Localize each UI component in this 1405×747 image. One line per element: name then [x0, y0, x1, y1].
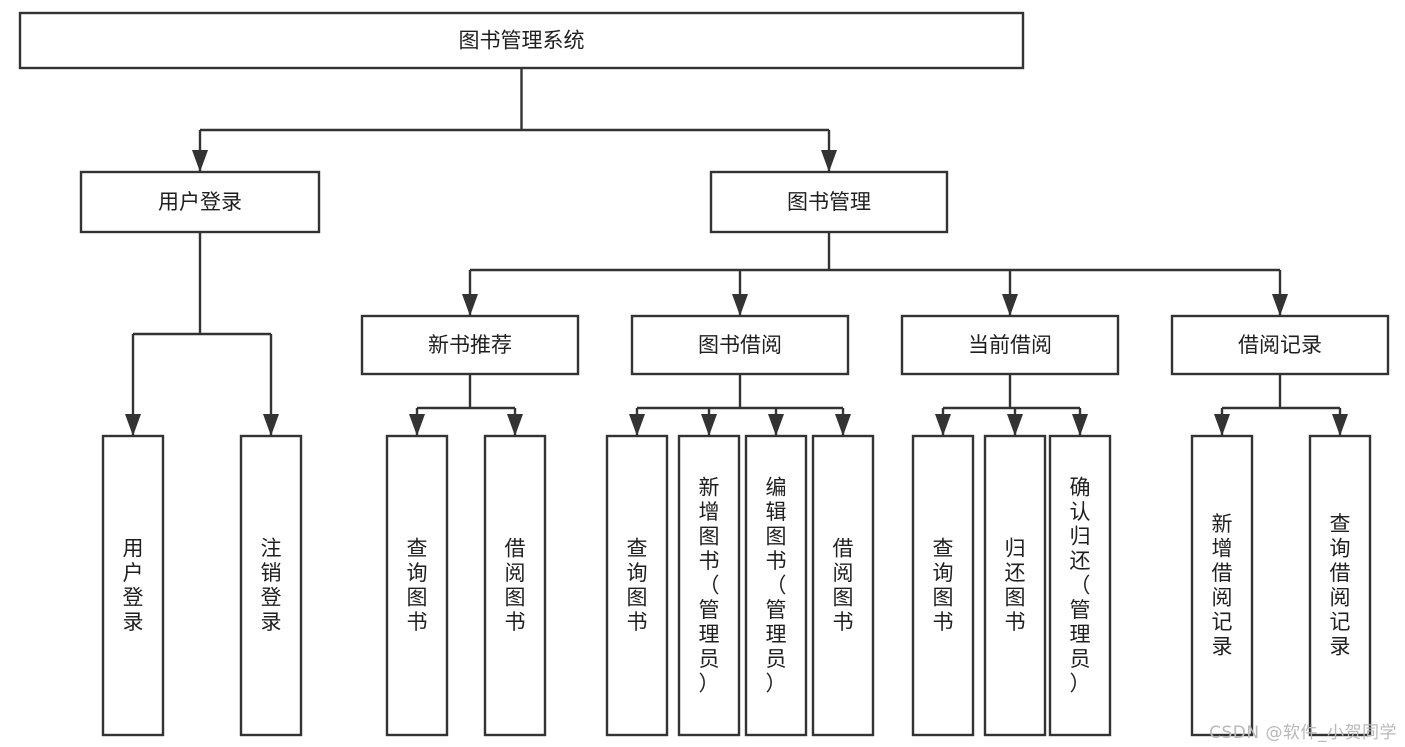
arrow-leaf-return-book	[1007, 414, 1023, 436]
node-leaf-query-book-2[interactable]: 查询图书	[605, 434, 669, 737]
node-label-book-management: 图书管理	[787, 190, 871, 214]
node-current-borrow[interactable]: 当前借阅	[900, 314, 1120, 376]
node-user-login[interactable]: 用户登录	[79, 170, 321, 234]
node-book-borrow[interactable]: 图书借阅	[630, 314, 850, 376]
node-box-leaf-return-book[interactable]	[983, 434, 1047, 737]
node-box-current-borrow[interactable]	[900, 314, 1120, 376]
arrow-leaf-borrow-book-1	[507, 414, 523, 436]
arrow-leaf-confirm-return	[1072, 414, 1088, 436]
node-label-leaf-query-record: 查询借阅记录	[1330, 512, 1351, 659]
node-box-leaf-add-record[interactable]	[1190, 434, 1254, 737]
arrow-leaf-query-book-2	[629, 414, 645, 436]
arrow-leaf-logout	[263, 414, 279, 436]
node-box-book-management[interactable]	[709, 170, 949, 234]
node-leaf-add-book[interactable]: 新增图书（管理员）	[677, 434, 741, 737]
node-box-leaf-edit-book[interactable]	[744, 434, 808, 737]
arrow-borrow-record	[1272, 294, 1288, 316]
node-label-leaf-logout: 注销登录	[261, 537, 282, 635]
node-box-leaf-query-book-3[interactable]	[911, 434, 975, 737]
node-leaf-user-login[interactable]: 用户登录	[101, 434, 165, 737]
node-leaf-query-book-1[interactable]: 查询图书	[385, 434, 449, 737]
node-box-leaf-user-login[interactable]	[101, 434, 165, 737]
node-box-user-login[interactable]	[79, 170, 321, 234]
node-leaf-query-record[interactable]: 查询借阅记录	[1308, 434, 1372, 737]
node-label-user-login: 用户登录	[158, 190, 242, 214]
arrow-leaf-user-login	[125, 414, 141, 436]
node-label-new-book-recommend: 新书推荐	[428, 333, 512, 357]
node-label-leaf-add-record: 新增借阅记录	[1212, 512, 1233, 659]
node-book-management[interactable]: 图书管理	[709, 170, 949, 234]
node-label-leaf-borrow-book-2: 借阅图书	[833, 537, 854, 635]
node-borrow-record[interactable]: 借阅记录	[1170, 314, 1390, 376]
node-leaf-add-record[interactable]: 新增借阅记录	[1190, 434, 1254, 737]
nodes-layer: 图书管理系统用户登录图书管理新书推荐图书借阅当前借阅借阅记录用户登录注销登录查询…	[18, 11, 1390, 737]
node-leaf-confirm-return[interactable]: 确认归还（管理员）	[1048, 434, 1112, 737]
node-box-leaf-query-record[interactable]	[1308, 434, 1372, 737]
node-leaf-borrow-book-1[interactable]: 借阅图书	[483, 434, 547, 737]
node-box-leaf-add-book[interactable]	[677, 434, 741, 737]
node-label-leaf-query-book-1: 查询图书	[407, 537, 428, 635]
arrow-book-borrow	[732, 294, 748, 316]
arrow-leaf-add-record	[1214, 414, 1230, 436]
arrow-leaf-query-book-3	[935, 414, 951, 436]
node-leaf-borrow-book-2[interactable]: 借阅图书	[811, 434, 875, 737]
node-box-borrow-record[interactable]	[1170, 314, 1390, 376]
node-root[interactable]: 图书管理系统	[18, 11, 1025, 70]
arrow-user-login	[192, 150, 208, 172]
node-box-leaf-query-book-1[interactable]	[385, 434, 449, 737]
node-label-leaf-add-book: 新增图书（管理员）	[699, 475, 720, 695]
node-box-leaf-query-book-2[interactable]	[605, 434, 669, 737]
node-box-book-borrow[interactable]	[630, 314, 850, 376]
node-label-leaf-query-book-2: 查询图书	[627, 537, 648, 635]
arrow-new-book-recommend	[462, 294, 478, 316]
node-new-book-recommend[interactable]: 新书推荐	[360, 314, 580, 376]
node-label-book-borrow: 图书借阅	[698, 333, 782, 357]
arrow-leaf-query-book-1	[409, 414, 425, 436]
node-leaf-return-book[interactable]: 归还图书	[983, 434, 1047, 737]
node-label-leaf-confirm-return: 确认归还（管理员）	[1070, 475, 1091, 695]
node-box-leaf-logout[interactable]	[239, 434, 303, 737]
arrow-leaf-borrow-book-2	[835, 414, 851, 436]
node-label-leaf-borrow-book-1: 借阅图书	[505, 537, 526, 635]
node-label-borrow-record: 借阅记录	[1238, 333, 1322, 357]
node-box-leaf-borrow-book-2[interactable]	[811, 434, 875, 737]
arrow-leaf-edit-book	[768, 414, 784, 436]
arrow-book-management	[821, 150, 837, 172]
node-leaf-logout[interactable]: 注销登录	[239, 434, 303, 737]
arrow-leaf-add-book	[701, 414, 717, 436]
node-box-new-book-recommend[interactable]	[360, 314, 580, 376]
node-leaf-edit-book[interactable]: 编辑图书（管理员）	[744, 434, 808, 737]
arrow-current-borrow	[1002, 294, 1018, 316]
node-box-leaf-borrow-book-1[interactable]	[483, 434, 547, 737]
arrow-leaf-query-record	[1332, 414, 1348, 436]
node-label-leaf-query-book-3: 查询图书	[933, 537, 954, 635]
node-label-leaf-edit-book: 编辑图书（管理员）	[766, 475, 787, 695]
node-box-leaf-confirm-return[interactable]	[1048, 434, 1112, 737]
connectors-layer	[125, 68, 1348, 436]
node-label-leaf-return-book: 归还图书	[1005, 537, 1026, 635]
node-label-leaf-user-login: 用户登录	[123, 537, 144, 635]
node-box-root[interactable]	[18, 11, 1025, 70]
node-leaf-query-book-3[interactable]: 查询图书	[911, 434, 975, 737]
node-label-current-borrow: 当前借阅	[968, 333, 1052, 357]
node-label-root: 图书管理系统	[459, 29, 585, 53]
